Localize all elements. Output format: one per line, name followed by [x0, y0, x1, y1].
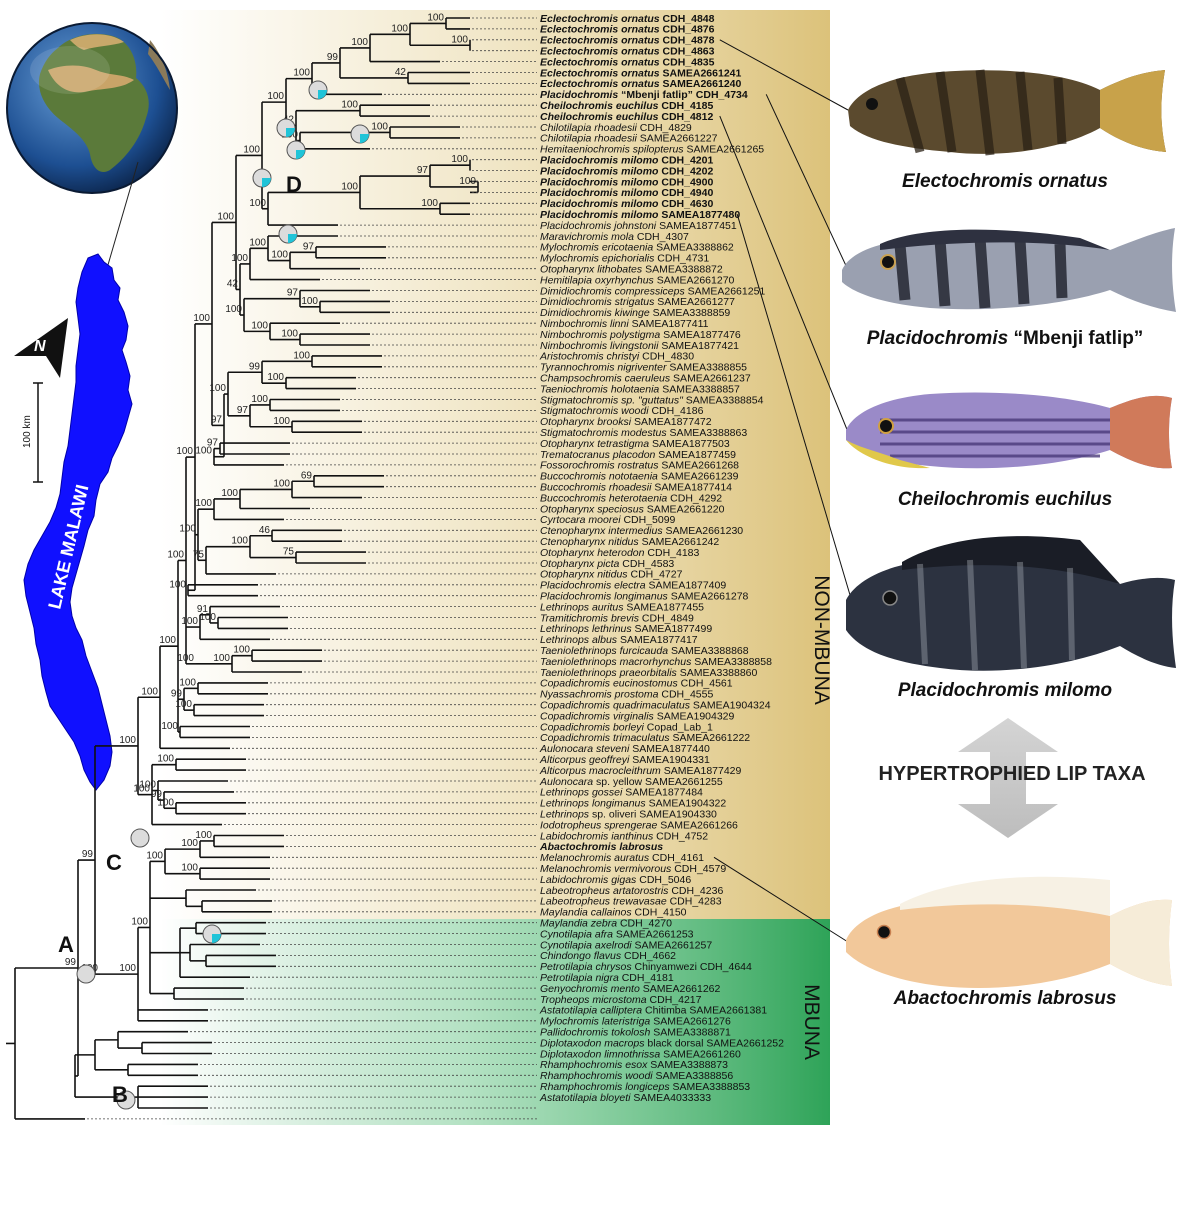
support-value: 99	[82, 849, 94, 860]
clade-label-b: B	[112, 1082, 128, 1107]
support-value: 100	[169, 579, 186, 590]
support-value: 42	[395, 67, 407, 78]
support-value: 100	[293, 350, 310, 361]
caption-cheilochromis-euchilus: Cheilochromis euchilus	[830, 489, 1180, 511]
support-value: 100	[195, 830, 212, 841]
support-value: 97	[211, 414, 223, 425]
support-value: 100	[167, 549, 184, 560]
fish-placidochromis-mbenji-fatlip	[842, 228, 1176, 312]
node-pie	[131, 829, 149, 847]
svg-text:100 km: 100 km	[22, 415, 33, 448]
lake-malawi-map: LAKE MALAWI	[24, 254, 132, 790]
support-value: 100	[391, 23, 408, 34]
support-value: 100	[459, 176, 476, 187]
svg-text:N: N	[34, 338, 46, 355]
north-arrow-icon: N	[14, 318, 68, 378]
support-value: 97	[303, 241, 315, 252]
support-value: 100	[251, 320, 268, 331]
support-value: 100	[221, 488, 238, 499]
support-value: 99	[65, 957, 77, 968]
support-value: 75	[193, 549, 205, 560]
support-value: 100	[421, 198, 438, 209]
support-value: 99	[327, 52, 339, 63]
tip-id: SAMEA4033333	[630, 1092, 711, 1104]
support-value: 100	[273, 416, 290, 427]
support-value: 100	[159, 635, 176, 646]
fish-electochromis-ornatus	[848, 70, 1166, 155]
support-value: 100	[371, 121, 388, 132]
support-value: 99	[249, 361, 261, 372]
support-value: 100	[119, 735, 136, 746]
support-value: 100	[271, 250, 288, 261]
tip-species: Astatotilapia bloyeti	[539, 1092, 631, 1104]
support-value: 100	[193, 313, 210, 324]
support-value: 97	[287, 288, 299, 299]
support-value: 100	[249, 237, 266, 248]
support-value: 100	[251, 394, 268, 405]
support-value: 100	[131, 916, 148, 927]
support-value: 100	[267, 91, 284, 102]
support-value: 100	[233, 645, 250, 656]
support-value: 100	[195, 498, 212, 509]
support-value: 100	[249, 198, 266, 209]
support-value: 100	[209, 383, 226, 394]
fish-abactochromis-labrosus	[846, 877, 1172, 988]
caption-placidochromis-milomo: Placidochromis milomo	[830, 680, 1180, 702]
support-value: 100	[231, 536, 248, 547]
support-value: 100	[281, 329, 298, 340]
support-value: 100	[119, 963, 136, 974]
support-value: 100	[427, 12, 444, 23]
support-value: 100	[199, 612, 216, 623]
mbuna-label: MBUNA	[800, 984, 823, 1060]
caption-abactochromis-labrosus: Abactochromis labrosus	[830, 988, 1180, 1010]
support-value: 100	[157, 754, 174, 765]
fish-placidochromis-milomo	[846, 536, 1176, 671]
caption-placidochromis-mbenji-fatlip: Placidochromis “Mbenji fatlip”	[830, 328, 1180, 350]
support-value: 100	[451, 154, 468, 165]
support-value: 97	[237, 405, 249, 416]
support-value: 100	[146, 850, 163, 861]
support-value: 100	[157, 797, 174, 808]
hypertrophied-lip-label: HYPERTROPHIED LIP TAXA	[840, 763, 1184, 786]
support-value: 100	[177, 653, 194, 664]
caption-electochromis-ornatus: Electochromis ornatus	[830, 171, 1180, 193]
support-value: 100	[293, 68, 310, 79]
support-value: 100	[243, 144, 260, 155]
support-value: 69	[301, 470, 313, 481]
support-value: 97	[417, 165, 429, 176]
support-value: 100	[213, 653, 230, 664]
support-value: 100	[181, 616, 198, 627]
node-pie	[77, 965, 95, 983]
support-value: 100	[341, 100, 358, 111]
support-value: 100	[217, 211, 234, 222]
support-value: 100	[341, 181, 358, 192]
support-value: 100	[175, 699, 192, 710]
support-value: 100	[301, 296, 318, 307]
support-value: 100	[179, 524, 196, 535]
support-value: 100	[273, 478, 290, 489]
support-value: 42	[227, 278, 239, 289]
globe-icon	[7, 23, 177, 193]
support-value: 100	[176, 446, 193, 457]
clade-label-d: D	[286, 172, 302, 197]
support-value: 100	[161, 721, 178, 732]
fish-cheilochromis-euchilus	[846, 393, 1172, 469]
support-value: 75	[283, 547, 295, 558]
support-value: 99	[171, 688, 183, 699]
support-value: 97	[207, 438, 219, 449]
scale-bar: 100 km	[22, 383, 43, 482]
support-value: 100	[351, 37, 368, 48]
support-value: 100	[231, 253, 248, 264]
support-value: 46	[259, 525, 271, 536]
support-value: 100	[451, 34, 468, 45]
clade-label-a: A	[58, 932, 74, 957]
support-value: 100	[225, 304, 242, 315]
support-value: 100	[141, 686, 158, 697]
tip-label: Astatotilapia bloyeti SAMEA4033333	[539, 1092, 711, 1104]
clade-label-c: C	[106, 850, 122, 875]
support-value: 100	[181, 863, 198, 874]
support-value: 100	[267, 372, 284, 383]
support-value: 100	[179, 677, 196, 688]
